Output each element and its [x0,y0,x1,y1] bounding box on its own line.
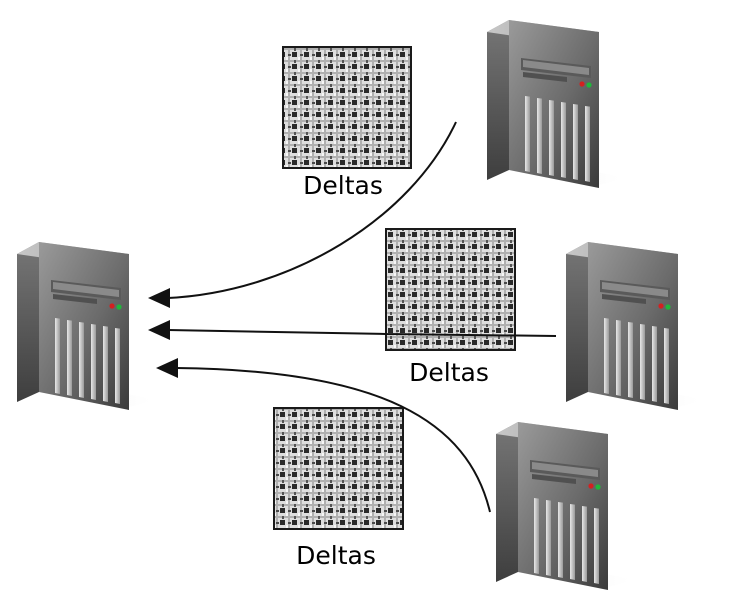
delta-matrix-middle-icon [385,228,516,351]
flow-arrow-bottom [156,358,491,513]
aggregator-server-icon [17,242,157,410]
delta-matrix-bottom-icon [273,407,404,530]
worker-server-top-icon [487,20,627,188]
worker-server-middle-icon [566,242,706,410]
delta-label-bottom: Deltas [296,541,376,570]
delta-label-top: Deltas [303,171,383,200]
worker-server-bottom-icon [496,422,636,590]
delta-matrix-top-icon [282,46,412,169]
flow-arrow-top [148,121,457,308]
flow-arrow-middle [148,320,557,340]
delta-label-middle: Deltas [409,358,489,387]
